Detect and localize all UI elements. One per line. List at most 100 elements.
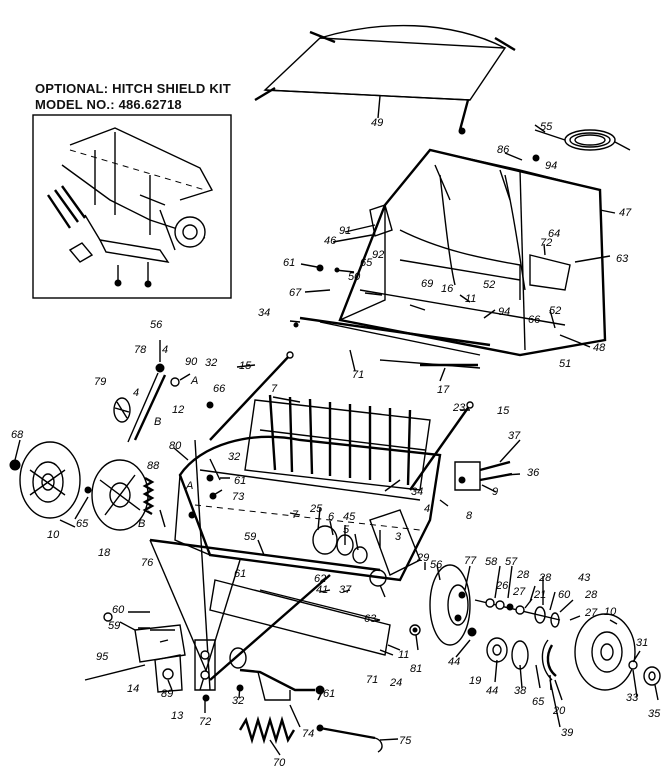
callout-70: 70 xyxy=(273,757,286,768)
callout-28c: 28 xyxy=(584,589,598,601)
callout-60: 60 xyxy=(558,589,571,601)
callout-4b: 4 xyxy=(133,387,139,399)
callout-38: 38 xyxy=(514,685,527,697)
right-wheel-10 xyxy=(574,613,661,691)
callout-89: 89 xyxy=(161,688,173,700)
drive-hub xyxy=(312,509,421,587)
hopper-cover-49 xyxy=(254,24,516,135)
callout-63: 63 xyxy=(616,253,629,265)
right-axle-parts xyxy=(409,598,561,681)
callout-45: 45 xyxy=(343,511,356,523)
inset-hitch-drawing xyxy=(47,127,214,288)
callout-28b: 28 xyxy=(538,572,552,584)
callout-43: 43 xyxy=(578,572,591,584)
callout-68: 68 xyxy=(11,429,24,441)
callout-35: 35 xyxy=(648,708,661,720)
callout-Ab: A xyxy=(185,480,193,492)
callout-65c: 65 xyxy=(532,696,545,708)
callout-16: 16 xyxy=(441,283,454,295)
callout-51: 51 xyxy=(559,358,571,370)
callout-28: 28 xyxy=(516,569,530,581)
callout-65: 65 xyxy=(360,257,373,269)
callout-90: 90 xyxy=(185,356,198,368)
callout-44b: 44 xyxy=(486,685,498,697)
callout-55: 55 xyxy=(540,121,553,133)
callout-72: 72 xyxy=(540,237,552,249)
callout-80: 80 xyxy=(169,440,182,452)
gear-plate-18 xyxy=(84,459,149,531)
callout-81: 81 xyxy=(410,663,422,675)
callout-56b: 56 xyxy=(430,559,443,571)
callout-61: 61 xyxy=(283,257,295,269)
callout-88: 88 xyxy=(147,460,160,472)
callout-13: 13 xyxy=(171,710,184,722)
leader-lines xyxy=(14,95,659,756)
callout-79: 79 xyxy=(94,376,106,388)
inset-title: OPTIONAL: HITCH SHIELD KIT xyxy=(35,81,231,96)
callout-19: 19 xyxy=(469,675,481,687)
callout-61b: 61 xyxy=(234,475,246,487)
hopper-assembly xyxy=(293,148,607,357)
callout-73: 73 xyxy=(232,491,245,503)
callout-32b: 32 xyxy=(228,451,240,463)
callout-58: 58 xyxy=(485,556,498,568)
callout-49: 49 xyxy=(371,117,383,129)
left-wheel-10 xyxy=(9,441,81,519)
callout-6: 6 xyxy=(328,511,335,523)
callout-8: 8 xyxy=(466,510,473,522)
callout-11: 11 xyxy=(465,293,476,305)
callout-24: 24 xyxy=(389,677,402,689)
callout-32c: 32 xyxy=(232,695,244,707)
inset-model-number: MODEL NO.: 486.62718 xyxy=(35,97,182,112)
callout-78: 78 xyxy=(134,344,147,356)
callout-63b: 63 xyxy=(364,613,377,625)
lever-12 xyxy=(113,363,214,443)
spring-88 xyxy=(142,476,155,516)
callout-34b: 34 xyxy=(411,486,423,498)
callout-29: 29 xyxy=(416,552,429,564)
callout-25: 25 xyxy=(309,503,323,515)
callout-labels: 49 55 86 94 47 91 46 61 65 92 64 72 63 6… xyxy=(11,117,661,768)
callout-26: 26 xyxy=(495,580,509,592)
callout-20: 20 xyxy=(552,705,566,717)
arm-74 xyxy=(239,668,325,701)
callout-34: 34 xyxy=(258,307,270,319)
callout-7: 7 xyxy=(271,383,278,395)
callout-44: 44 xyxy=(448,656,460,668)
callout-94b: 94 xyxy=(498,306,510,318)
callout-91: 91 xyxy=(339,225,351,237)
callout-57: 57 xyxy=(505,556,518,568)
callout-86: 86 xyxy=(497,144,510,156)
callout-32: 32 xyxy=(205,357,217,369)
callout-61d: 61 xyxy=(323,688,335,700)
callout-95: 95 xyxy=(96,651,109,663)
callout-B: B xyxy=(154,416,161,428)
sweeper-housing xyxy=(174,435,442,582)
cord-55 xyxy=(534,129,631,151)
callout-52b: 52 xyxy=(549,305,561,317)
callout-27b: 27 xyxy=(584,607,598,619)
callout-77: 77 xyxy=(464,555,477,567)
callout-36: 36 xyxy=(527,467,540,479)
callout-27: 27 xyxy=(512,586,526,598)
callout-61c: 61 xyxy=(234,568,246,580)
callout-46: 46 xyxy=(324,235,337,247)
callout-18: 18 xyxy=(98,547,111,559)
callout-11b: 11 xyxy=(398,649,409,661)
callout-72b: 72 xyxy=(199,716,211,728)
hitch-linkage xyxy=(103,612,247,702)
callout-4: 4 xyxy=(162,344,168,356)
callout-92: 92 xyxy=(372,249,384,261)
callout-5: 5 xyxy=(343,524,350,536)
callout-9: 9 xyxy=(492,486,498,498)
callout-4c: 4 xyxy=(424,503,430,515)
callout-3: 3 xyxy=(395,531,402,543)
callout-75: 75 xyxy=(399,735,412,747)
callout-76: 76 xyxy=(141,557,154,569)
callout-52: 52 xyxy=(483,279,495,291)
callout-69: 69 xyxy=(421,278,433,290)
callout-10b: 10 xyxy=(604,606,617,618)
callout-15: 15 xyxy=(239,360,252,372)
